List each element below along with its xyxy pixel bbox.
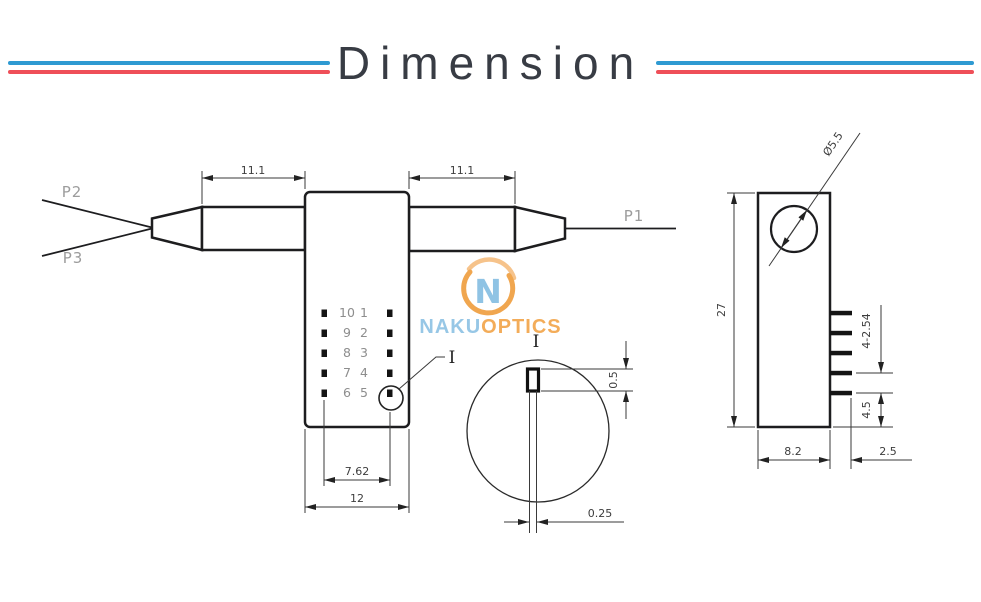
detail-ref-label: I xyxy=(449,348,456,368)
pin-number: 9 xyxy=(343,325,351,340)
dim-tube-left: 11.1 xyxy=(241,164,266,177)
switch-body xyxy=(303,190,411,429)
pin-number: 5 xyxy=(360,385,368,400)
left-cone xyxy=(150,205,204,252)
pin-number: 1 xyxy=(360,305,368,320)
logo-ring-icon: N xyxy=(461,257,517,316)
pin-number: 3 xyxy=(360,345,368,360)
logo-word-left: NAKU xyxy=(419,316,482,338)
right-cone xyxy=(513,205,567,253)
front-pins xyxy=(321,309,393,397)
pin-number: 10 xyxy=(339,305,355,320)
detail-view-label: I xyxy=(533,332,540,352)
port-label-p2: P2 xyxy=(62,183,83,201)
right-tube xyxy=(407,205,517,253)
side-view: Ø5.5 27 4-2.54 4.5 8. xyxy=(715,130,912,469)
dim-pin-width: 0.25 xyxy=(588,507,613,520)
dim-pin-pitch: 4-2.54 xyxy=(860,313,873,348)
header-line-red-left xyxy=(8,70,330,74)
pin-number: 2 xyxy=(360,325,368,340)
logo-letter: N xyxy=(474,272,502,311)
fiber-p3 xyxy=(41,227,153,257)
dim-pin-span: 7.62 xyxy=(345,465,370,478)
pin-number: 8 xyxy=(343,345,351,360)
pin-number: 6 xyxy=(343,385,351,400)
left-tube xyxy=(200,205,307,252)
front-view: P2 P3 P1 11.1 11.1 xyxy=(41,164,676,513)
header-line-red-right xyxy=(656,70,974,74)
detail-view: I 0.5 0.25 xyxy=(466,332,633,533)
logo-word-right: OPTICS xyxy=(481,316,562,338)
logo-wordmark: NAKUOPTICS xyxy=(0,316,981,339)
detail-callout-circle xyxy=(378,385,404,411)
dim-body-height: 27 xyxy=(715,303,728,317)
port-label-p3: P3 xyxy=(63,249,84,267)
fiber-p2 xyxy=(41,199,153,229)
pin-number: 7 xyxy=(343,365,351,380)
dim-pin-length: 2.5 xyxy=(879,445,897,458)
front-pin-numbers: 10 9 8 7 6 1 2 3 4 5 xyxy=(339,305,368,400)
header-line-blue-left xyxy=(8,61,330,65)
dim-side-body-width: 8.2 xyxy=(784,445,802,458)
page-title: Dimension xyxy=(336,37,645,89)
dim-body-width: 12 xyxy=(350,492,364,505)
side-body xyxy=(756,191,832,429)
dim-tube-right: 11.1 xyxy=(450,164,475,177)
port-label-p1: P1 xyxy=(624,207,645,225)
detail-view-circle xyxy=(466,359,610,503)
header-line-blue-right xyxy=(656,61,974,65)
pin-number: 4 xyxy=(360,365,368,380)
dim-pin-height: 0.5 xyxy=(607,371,620,389)
side-pins xyxy=(830,310,852,396)
dim-hole-diameter: Ø5.5 xyxy=(820,130,845,159)
dim-pin-offset: 4.5 xyxy=(860,401,873,419)
detail-pin-section xyxy=(525,367,541,393)
side-hole xyxy=(769,204,819,254)
